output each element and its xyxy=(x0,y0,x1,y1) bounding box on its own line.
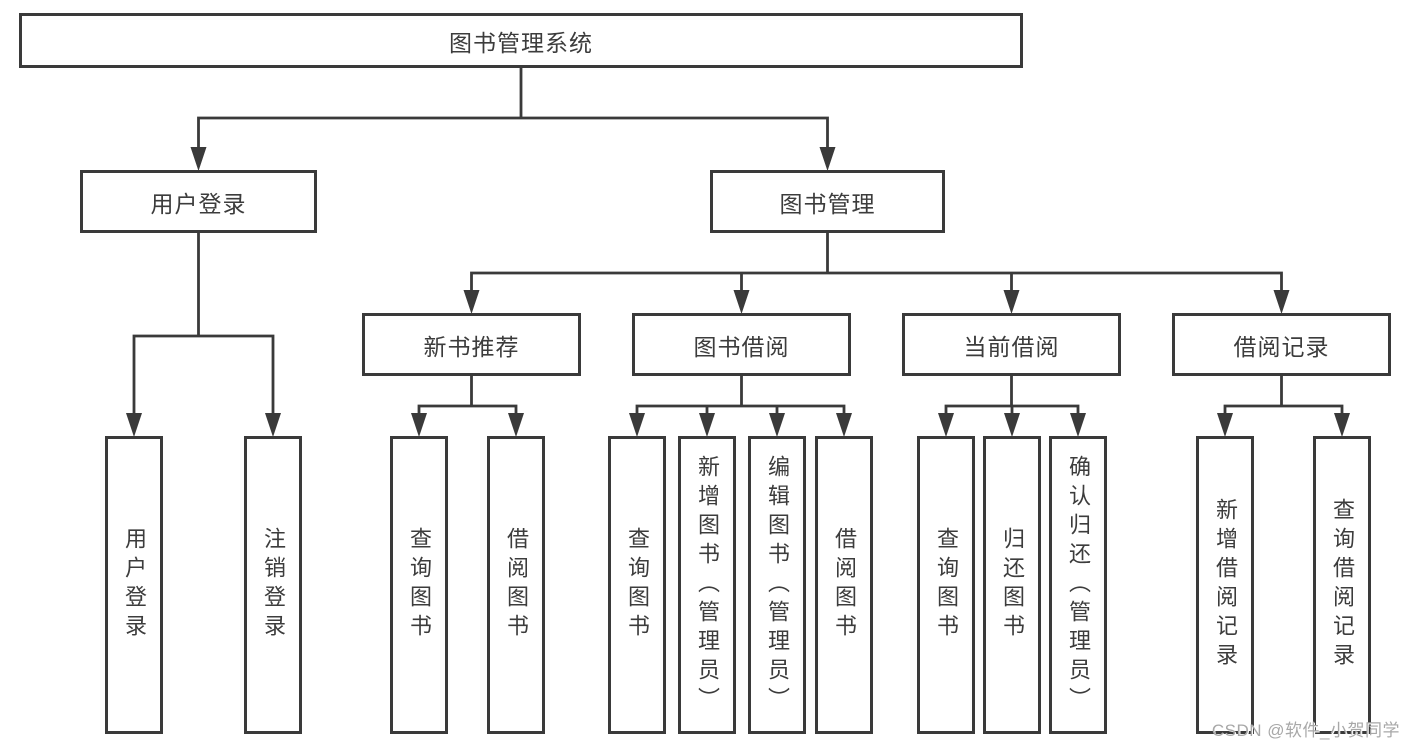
leaf-label: 查询借阅记录 xyxy=(1330,498,1355,672)
leaf-search-books: 查询图书 xyxy=(390,436,448,734)
leaf-label: 借阅图书 xyxy=(504,527,529,643)
leaf-user-login: 用户登录 xyxy=(105,436,163,734)
node-user-login: 用户登录 xyxy=(80,170,317,233)
leaf-label: 查询图书 xyxy=(625,527,650,643)
arrowheads xyxy=(126,147,1350,437)
leaf-label: 新增图书（管理员） xyxy=(695,454,720,716)
leaf-search-books: 查询图书 xyxy=(917,436,975,734)
leaf-label: 查询图书 xyxy=(934,527,959,643)
leaf-confirm-return-admin: 确认归还（管理员） xyxy=(1049,436,1107,734)
leaf-add-books-admin: 新增图书（管理员） xyxy=(678,436,736,734)
leaf-label: 编辑图书（管理员） xyxy=(765,454,790,716)
leaf-label: 用户登录 xyxy=(122,527,147,643)
node-borrowing-records: 借阅记录 xyxy=(1172,313,1391,376)
leaf-label: 归还图书 xyxy=(1000,527,1025,643)
node-library-management-system: 图书管理系统 xyxy=(19,13,1023,68)
leaf-return-books: 归还图书 xyxy=(983,436,1041,734)
tree-edges xyxy=(132,68,1344,418)
node-book-management: 图书管理 xyxy=(710,170,945,233)
leaf-search-borrow-record: 查询借阅记录 xyxy=(1313,436,1371,734)
node-new-book-recommendation: 新书推荐 xyxy=(362,313,581,376)
leaf-label: 确认归还（管理员） xyxy=(1066,454,1091,716)
leaf-label: 注销登录 xyxy=(261,527,286,643)
leaf-label: 借阅图书 xyxy=(832,527,857,643)
node-current-borrowing: 当前借阅 xyxy=(902,313,1121,376)
leaf-borrow-books: 借阅图书 xyxy=(815,436,873,734)
leaf-add-borrow-record: 新增借阅记录 xyxy=(1196,436,1254,734)
leaf-logout: 注销登录 xyxy=(244,436,302,734)
leaf-label: 查询图书 xyxy=(407,527,432,643)
leaf-label: 新增借阅记录 xyxy=(1213,498,1238,672)
leaf-borrow-books: 借阅图书 xyxy=(487,436,545,734)
leaf-search-books: 查询图书 xyxy=(608,436,666,734)
leaf-edit-books-admin: 编辑图书（管理员） xyxy=(748,436,806,734)
node-book-borrowing: 图书借阅 xyxy=(632,313,851,376)
csdn-watermark: CSDN @软件_小贺同学 xyxy=(1211,721,1400,740)
